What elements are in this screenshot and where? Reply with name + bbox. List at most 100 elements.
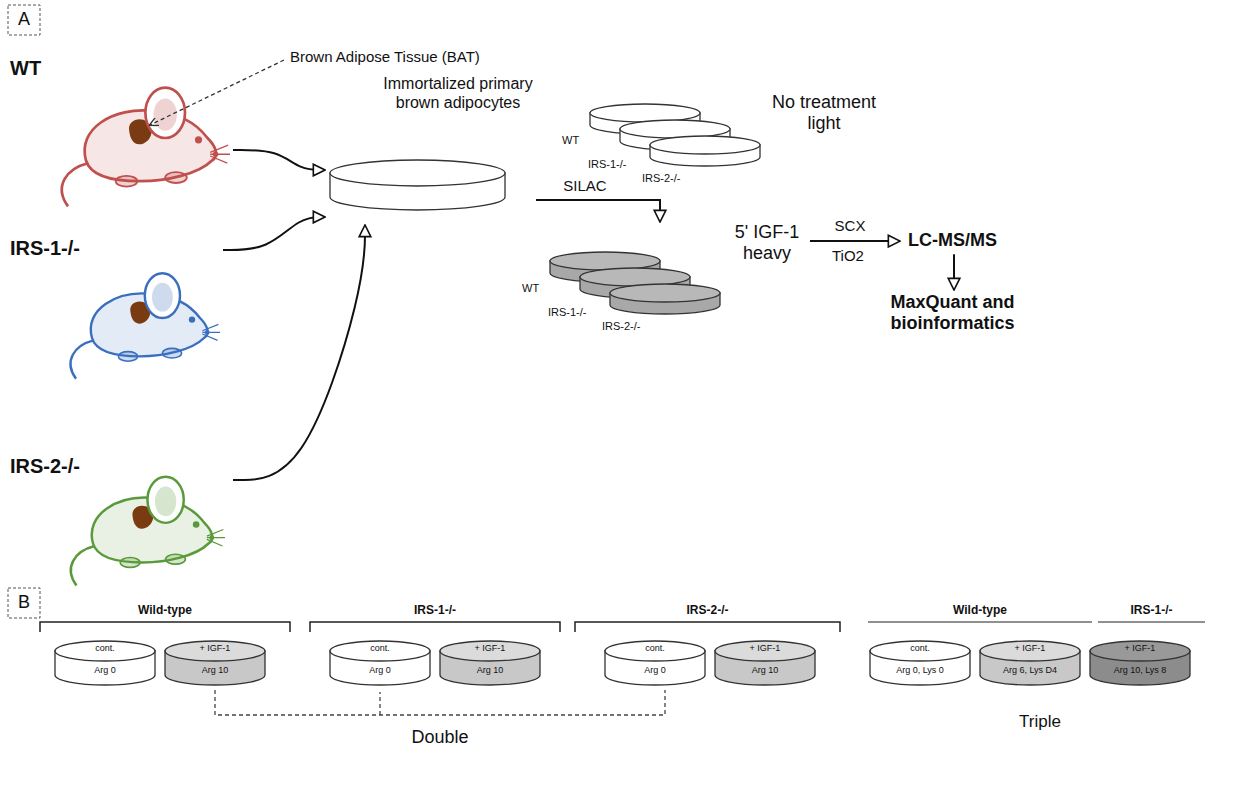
panel-frame bbox=[8, 588, 40, 618]
node-subtext: Arg 6, Lys D4 bbox=[980, 665, 1080, 676]
group-line bbox=[868, 621, 1092, 622]
dish-rim bbox=[620, 120, 730, 138]
node-text: WT bbox=[10, 57, 130, 81]
dish-rim bbox=[580, 268, 690, 286]
sample-dish: + IGF-1Arg 6, Lys D4 bbox=[980, 640, 1083, 686]
node-subtext: IRS-2-/- bbox=[602, 320, 662, 333]
node-text: No treatment light bbox=[765, 92, 883, 134]
flow-arrow bbox=[953, 254, 955, 290]
flow-arrow bbox=[233, 150, 325, 170]
culture-dish: Immortalized primary brown adipocytes bbox=[325, 75, 536, 225]
group-header: IRS-1-/- bbox=[310, 603, 560, 617]
mouse-node: IRS-1-/- bbox=[8, 235, 223, 385]
sample-dish: + IGF-1Arg 10 bbox=[440, 640, 543, 686]
node-text: IRS-2-/- bbox=[10, 455, 130, 479]
double-bracket bbox=[215, 690, 665, 715]
sample-dish: + IGF-1Arg 10 bbox=[715, 640, 818, 686]
node-subtext: Arg 0 bbox=[605, 665, 705, 676]
group-header: IRS-2-/- bbox=[575, 603, 840, 617]
edge-label: SCX bbox=[818, 217, 882, 235]
dish-rim bbox=[440, 641, 540, 661]
dish-rim bbox=[870, 641, 970, 661]
node-subtext: IRS-1-/- bbox=[588, 158, 648, 171]
mouse-node-outline bbox=[8, 55, 233, 225]
node-text: + IGF-1 bbox=[440, 643, 540, 654]
sample-dish: + IGF-1Arg 10 bbox=[165, 640, 268, 686]
flow-arrow bbox=[810, 240, 900, 242]
group-caption: Triple bbox=[960, 712, 1120, 732]
dish-rim bbox=[330, 160, 505, 186]
node-subtext: Arg 10 bbox=[165, 665, 265, 676]
dish-rim bbox=[605, 641, 705, 661]
node-text: cont. bbox=[330, 643, 430, 654]
panel-letter: B bbox=[8, 592, 40, 614]
group-bracket bbox=[310, 622, 560, 632]
dish-stack: No treatment lightWT IRS-1-/-IRS-2-/- bbox=[560, 92, 886, 188]
dish-rim bbox=[165, 641, 265, 661]
group-bracket bbox=[40, 622, 290, 632]
node-subtext: IRS-1-/- bbox=[548, 306, 608, 319]
node-text: cont. bbox=[605, 643, 705, 654]
edge-label: SILAC bbox=[548, 177, 622, 195]
node-text: + IGF-1 bbox=[715, 643, 815, 654]
process-label: LC-MS/MS bbox=[900, 228, 1008, 254]
sample-dish: cont.Arg 0 bbox=[330, 640, 433, 686]
sample-dish: + IGF-1Arg 10, Lys 8 bbox=[1090, 640, 1193, 686]
dish-rim bbox=[980, 641, 1080, 661]
dish-rim bbox=[55, 641, 155, 661]
node-text: LC-MS/MS bbox=[900, 230, 1005, 251]
dish-rim bbox=[590, 104, 700, 122]
node-text: MaxQuant and bioinformatics bbox=[880, 292, 1025, 334]
node-text: + IGF-1 bbox=[980, 643, 1080, 654]
node-text: + IGF-1 bbox=[165, 643, 265, 654]
node-subtext: Arg 10, Lys 8 bbox=[1090, 665, 1190, 676]
dish-rim bbox=[650, 136, 760, 154]
group-header: IRS-1-/- bbox=[1098, 603, 1205, 617]
group-line bbox=[1098, 621, 1205, 622]
node-subtext: WT bbox=[522, 282, 562, 295]
leader-line bbox=[150, 60, 284, 125]
dish-rim bbox=[550, 252, 660, 270]
panel-frame bbox=[8, 5, 40, 35]
flow-arrow bbox=[536, 200, 660, 222]
node-subtext: IRS-2-/- bbox=[642, 172, 702, 185]
group-header: Wild-type bbox=[868, 603, 1092, 617]
node-subtext: Arg 10 bbox=[440, 665, 540, 676]
panel-letter: A bbox=[8, 9, 40, 31]
mouse-node-outline bbox=[8, 400, 233, 600]
wt-mouse bbox=[62, 88, 230, 207]
node-text: + IGF-1 bbox=[1090, 643, 1190, 654]
flow-arrow bbox=[223, 217, 325, 250]
mouse-node: IRS-2-/- bbox=[8, 400, 233, 600]
group-caption: Double bbox=[340, 727, 540, 749]
node-text: cont. bbox=[55, 643, 155, 654]
flow-arrow bbox=[233, 225, 365, 480]
node-subtext: Arg 10 bbox=[715, 665, 815, 676]
node-text: Immortalized primary brown adipocytes bbox=[383, 75, 533, 113]
process-label: MaxQuant and bioinformatics bbox=[880, 290, 1028, 338]
node-text: IRS-1-/- bbox=[10, 237, 130, 261]
edge-note: TiO2 bbox=[818, 247, 878, 265]
group-bracket bbox=[575, 622, 840, 632]
node-text: cont. bbox=[870, 643, 970, 654]
sample-dish: cont. Arg 0 bbox=[55, 640, 158, 686]
dish-rim bbox=[330, 641, 430, 661]
irs1-mouse bbox=[71, 273, 220, 379]
dish-rim bbox=[715, 641, 815, 661]
dish-stack: 5' IGF-1 heavyWT IRS-1-/-IRS-2-/- bbox=[520, 222, 810, 336]
node-subtext: Arg 0 bbox=[55, 665, 155, 676]
mouse-node: WT bbox=[8, 55, 233, 225]
irs2-mouse bbox=[71, 477, 225, 586]
node-subtext: WT bbox=[562, 134, 602, 147]
callout-text: Brown Adipose Tissue (BAT) bbox=[290, 48, 500, 66]
dish-rim bbox=[610, 284, 720, 302]
node-text: 5' IGF-1 heavy bbox=[728, 222, 806, 264]
dish-rim bbox=[1090, 641, 1190, 661]
node-subtext: Arg 0, Lys 0 bbox=[870, 665, 970, 676]
sample-dish: cont. Arg 0, Lys 0 bbox=[870, 640, 973, 686]
sample-dish: cont. Arg 0 bbox=[605, 640, 708, 686]
group-header: Wild-type bbox=[40, 603, 290, 617]
